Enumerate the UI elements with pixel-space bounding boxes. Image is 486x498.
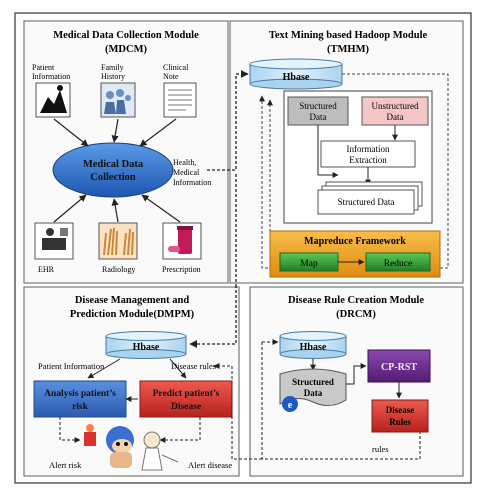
dmpm-hbase-label: Hbase bbox=[133, 342, 160, 353]
drcm-module: Disease Rule Creation Module (DRCM) Hbas… bbox=[249, 286, 464, 477]
tmhm-title-line2: (TMHM) bbox=[327, 44, 369, 55]
structured-data-box bbox=[287, 96, 349, 126]
predict-disease-label-1: Predict patient’s bbox=[153, 389, 220, 399]
dmpm-title-line1: Disease Management and bbox=[75, 295, 189, 306]
rules-label: rules bbox=[372, 444, 389, 454]
mdcm-title-line2: (MDCM) bbox=[105, 44, 147, 55]
prescription-label: Prescription bbox=[162, 265, 201, 274]
structured-data-out-label: Structured Data bbox=[338, 197, 395, 207]
analysis-risk-label-1: Analysis patient’s bbox=[44, 389, 116, 399]
health-info-label-2: Medical bbox=[173, 168, 200, 177]
medical-data-collection-label-2: Collection bbox=[90, 172, 136, 183]
prescription-icon bbox=[162, 222, 202, 260]
ehr-label: EHR bbox=[38, 265, 55, 274]
drcm-hbase-db bbox=[279, 331, 347, 359]
structured-data-stack bbox=[317, 181, 423, 215]
mdcm-title-line1: Medical Data Collection Module bbox=[53, 30, 199, 41]
unstructured-data-label-1: Unstructured bbox=[372, 101, 419, 111]
drcm-structured-label-2: Data bbox=[304, 388, 323, 398]
tmhm-hbase-label: Hbase bbox=[283, 72, 310, 83]
patient-info-icon bbox=[35, 82, 71, 118]
drcm-title-line2: (DRCM) bbox=[336, 309, 376, 320]
drcm-hbase-label: Hbase bbox=[300, 342, 327, 353]
radiology-icon bbox=[98, 222, 138, 260]
cp-rst-label: CP-RST bbox=[381, 362, 417, 373]
disease-rules-label-1: Disease bbox=[386, 405, 415, 415]
mdcm-module: Medical Data Collection Module (MDCM) Pa… bbox=[23, 20, 229, 284]
clinical-note-label-2: Note bbox=[163, 72, 179, 81]
unstructured-data-box bbox=[361, 96, 429, 126]
patient-info-label-1: Patient bbox=[32, 63, 55, 72]
information-extraction-box bbox=[320, 140, 416, 168]
information-extraction-label-2: Extraction bbox=[349, 155, 387, 165]
patient-info-label-2: Information bbox=[32, 72, 70, 81]
drcm-structured-label-1: Structured bbox=[292, 377, 334, 387]
medical-data-collection-ellipse bbox=[52, 142, 174, 198]
unstructured-data-label-2: Data bbox=[387, 112, 404, 122]
patient-information-label: Patient Information bbox=[38, 361, 105, 371]
dmpm-title-line2: Prediction Module(DMPM) bbox=[70, 309, 195, 320]
reduce-label: Reduce bbox=[384, 259, 413, 269]
drcm-title-line1: Disease Rule Creation Module bbox=[288, 295, 424, 306]
predict-disease-label-2: Disease bbox=[171, 402, 201, 412]
alert-risk-label: Alert risk bbox=[49, 460, 82, 470]
ehr-icon bbox=[34, 222, 74, 260]
analysis-risk-label-2: risk bbox=[72, 402, 89, 412]
structured-data-label-2: Data bbox=[310, 112, 327, 122]
information-extraction-label-1: Information bbox=[347, 144, 390, 154]
drcm-structured-data-shape: e bbox=[279, 368, 347, 412]
alert-risk-icon bbox=[84, 424, 96, 446]
predict-disease-box bbox=[139, 380, 233, 418]
tmhm-hbase-db bbox=[249, 58, 343, 90]
dmpm-hbase-db bbox=[105, 331, 187, 359]
alert-disease-label: Alert disease bbox=[188, 460, 232, 470]
outer-frame bbox=[14, 12, 472, 484]
disease-rules-box bbox=[371, 399, 429, 433]
reduce-box bbox=[365, 252, 431, 272]
family-history-icon bbox=[100, 82, 136, 118]
clinical-note-icon bbox=[163, 82, 197, 118]
analysis-risk-box bbox=[33, 380, 127, 418]
tmhm-title-line1: Text Mining based Hadoop Module bbox=[269, 30, 428, 41]
radiology-label: Radiology bbox=[102, 265, 135, 274]
map-label: Map bbox=[300, 259, 318, 269]
medical-data-collection-label-1: Medical Data bbox=[83, 159, 144, 170]
disease-rules-label-2: Rules bbox=[389, 417, 411, 427]
dmpm-module: Disease Management and Prediction Module… bbox=[23, 285, 240, 477]
patient-cartoon-icon bbox=[106, 426, 134, 468]
doctor-cartoon-icon bbox=[141, 431, 179, 471]
disease-rules-label: Disease rules bbox=[171, 361, 216, 371]
family-history-label-1: Family bbox=[101, 63, 124, 72]
structured-data-label-1: Structured bbox=[299, 101, 337, 111]
family-history-label-2: History bbox=[101, 72, 125, 81]
tmhm-module: Text Mining based Hadoop Module (TMHM) H… bbox=[229, 20, 464, 284]
mapreduce-framework-label: Mapreduce Framework bbox=[304, 236, 406, 247]
health-info-label-1: Health, bbox=[173, 158, 196, 167]
clinical-note-label-1: Clinical bbox=[163, 63, 189, 72]
svg-text:e: e bbox=[288, 400, 293, 411]
health-info-label-3: Information bbox=[173, 178, 211, 187]
